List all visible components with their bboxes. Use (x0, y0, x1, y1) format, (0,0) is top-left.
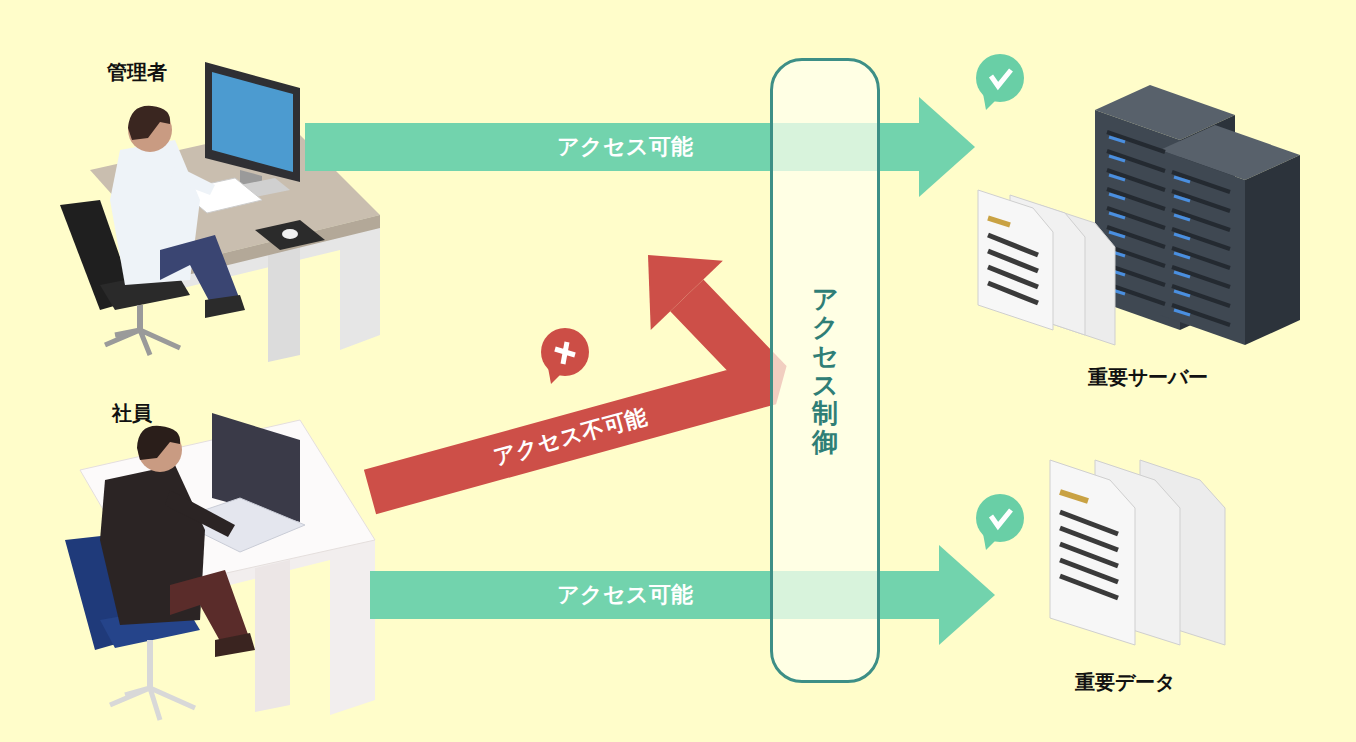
node-label: 重要サーバー (975, 364, 1320, 391)
employee-arm (165, 490, 235, 537)
mouse-pad (255, 220, 325, 250)
edge-label: アクセス可能 (557, 580, 693, 610)
chair-post (147, 640, 153, 690)
desk-leg (268, 240, 300, 362)
chair-base (110, 688, 195, 720)
node-label: 重要データ (995, 669, 1255, 696)
server-side (1245, 155, 1300, 345)
data-node: 重要データ (995, 455, 1255, 700)
data-documents (1050, 460, 1225, 645)
arrow-head (939, 545, 995, 645)
denied-arrow (370, 255, 770, 492)
arrow-head (648, 255, 723, 330)
server-front (1160, 150, 1245, 345)
employee-hair (137, 426, 180, 460)
employee-node: 社員 (60, 398, 370, 718)
check-bubble (976, 54, 1024, 110)
node-label: 社員 (112, 400, 152, 427)
desk-leg (255, 560, 290, 712)
deny-bubble (541, 328, 589, 384)
vertical-label: アクセス制御 (812, 285, 838, 457)
node-label: 管理者 (107, 59, 167, 86)
arrow-shaft (370, 295, 770, 492)
edge-label: アクセス可能 (557, 132, 693, 162)
check-bubble (976, 494, 1024, 550)
access-control-band: アクセス制御 (770, 58, 880, 683)
arrow-head (919, 97, 975, 197)
allowed-arrow (370, 545, 995, 645)
admin-arm (170, 165, 215, 195)
server-node: 重要サーバー (975, 45, 1320, 395)
server-leds (1107, 132, 1230, 325)
monitor-screen (212, 72, 293, 172)
edge-label: アクセス不可能 (490, 402, 650, 473)
monitor (205, 62, 300, 182)
admin-node: 管理者 (55, 55, 305, 355)
chair-base (105, 330, 180, 355)
server-illustration (1095, 85, 1300, 345)
employee-shoes (215, 633, 255, 657)
chair-post (137, 305, 143, 330)
admin-hair (128, 106, 170, 140)
admin-illustration (60, 62, 380, 362)
mouse (282, 229, 298, 239)
employee-illustration (65, 413, 375, 720)
server-documents (978, 190, 1115, 345)
admin-shoes (205, 295, 245, 318)
